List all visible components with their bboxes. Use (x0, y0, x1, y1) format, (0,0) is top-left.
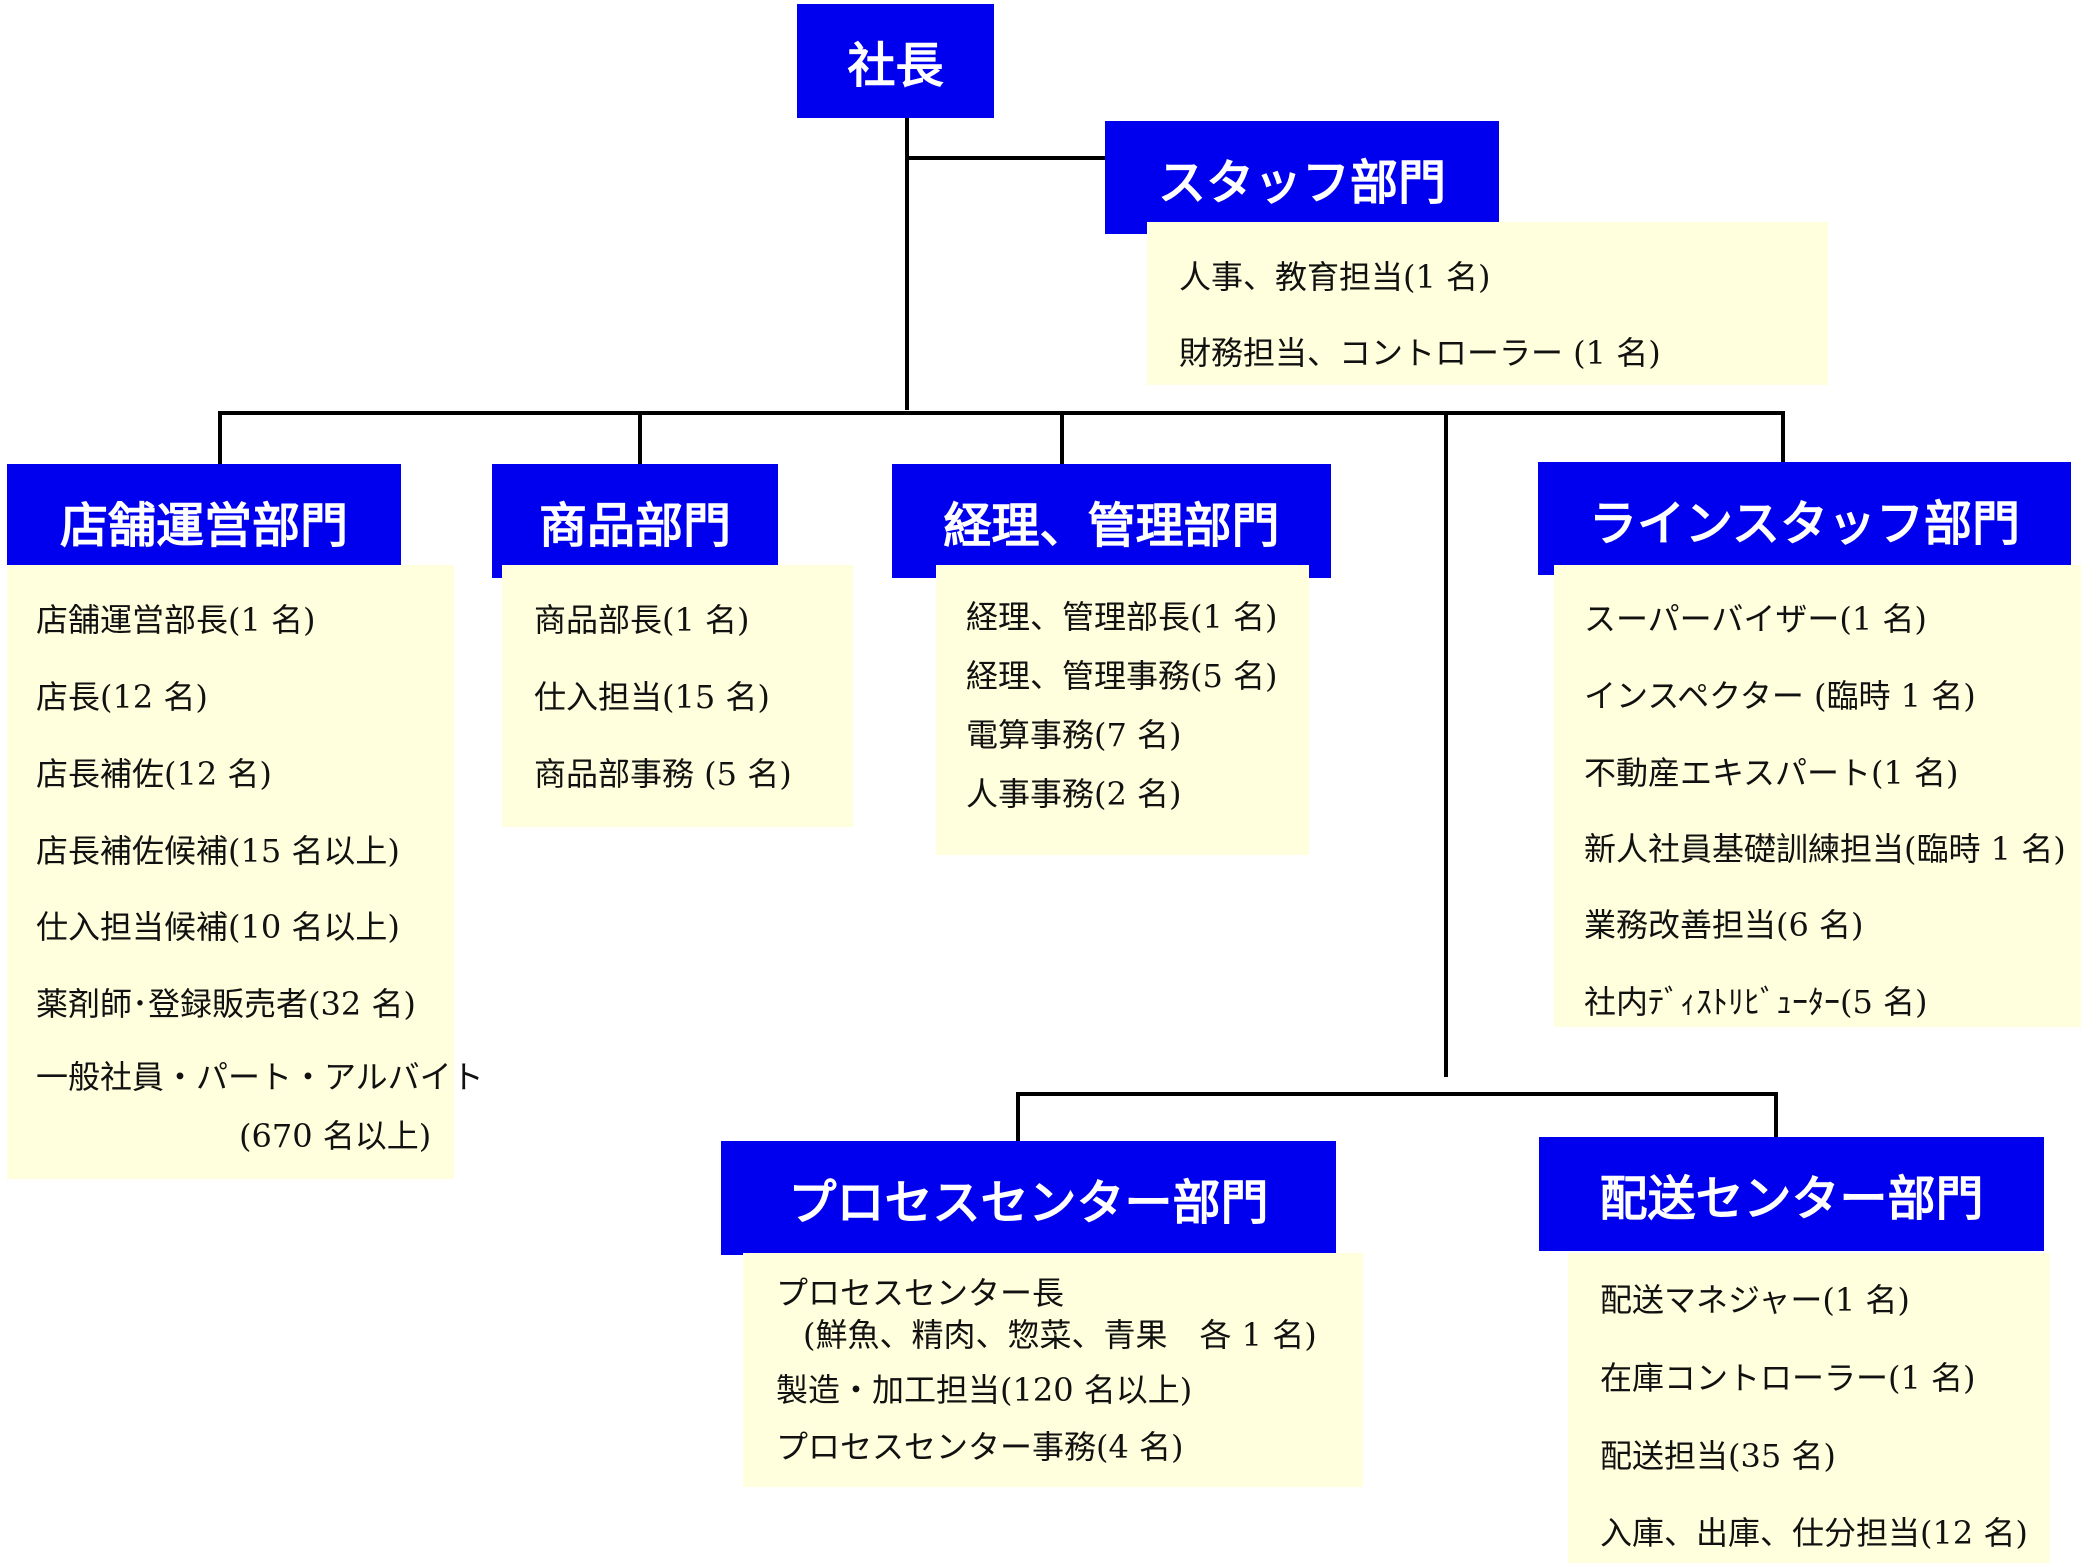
delivery-center-dept-title: 配送センター部門 (1599, 1171, 1984, 1227)
accounting-item: 経理、管理事務(5 名) (966, 657, 1278, 695)
store-ops-item: 店長補佐(12 名) (36, 755, 272, 793)
process-center-dept-panel: プロセスセンター長 (鮮魚、精肉、惣菜、青果 各 1 名) 製造・加工担当(12… (743, 1253, 1363, 1487)
store-ops-item: 店長補佐候補(15 名以上) (36, 832, 400, 870)
store-ops-dept-header: 店舗運営部門 (7, 464, 401, 578)
merchandise-dept-title: 商品部門 (538, 498, 731, 554)
line-staff-item: 不動産エキスパート(1 名) (1584, 754, 1959, 792)
line-staff-dept-header: ラインスタッフ部門 (1538, 462, 2071, 575)
accounting-item: 人事事務(2 名) (966, 775, 1182, 813)
store-ops-dept-panel: 店舗運営部長(1 名) 店長(12 名) 店長補佐(12 名) 店長補佐候補(1… (7, 565, 484, 1179)
accounting-item: 経理、管理部長(1 名) (966, 598, 1278, 636)
line-staff-item: スーパーバイザー(1 名) (1584, 600, 1927, 638)
line-staff-item: 新人社員基礎訓練担当(臨時 1 名) (1584, 830, 2066, 868)
accounting-dept-header: 経理、管理部門 (892, 464, 1331, 578)
president-box: 社長 (797, 4, 994, 118)
process-center-item: プロセスセンター事務(4 名) (776, 1428, 1184, 1466)
store-ops-item: 一般社員・パート・アルバイト (36, 1058, 484, 1096)
store-ops-dept-title: 店舗運営部門 (59, 498, 348, 554)
merchandise-item: 商品部長(1 名) (534, 601, 750, 639)
staff-item: 人事、教育担当(1 名) (1179, 258, 1491, 296)
merchandise-dept-header: 商品部門 (492, 464, 778, 578)
line-staff-item: 業務改善担当(6 名) (1584, 906, 1864, 944)
store-ops-item: 仕入担当候補(10 名以上) (36, 908, 400, 946)
delivery-center-item: 入庫、出庫、仕分担当(12 名) (1600, 1514, 2028, 1552)
accounting-dept-panel: 経理、管理部長(1 名) 経理、管理事務(5 名) 電算事務(7 名) 人事事務… (936, 565, 1309, 855)
process-center-dept-header: プロセスセンター部門 (721, 1141, 1336, 1255)
staff-dept-title: スタッフ部門 (1157, 154, 1446, 211)
delivery-center-item: 在庫コントローラー(1 名) (1600, 1359, 1976, 1397)
merchandise-item: 商品部事務 (5 名) (534, 755, 792, 793)
line-staff-dept-panel: スーパーバイザー(1 名) インスペクター (臨時 1 名) 不動産エキスパート… (1554, 565, 2081, 1027)
staff-dept-panel: 人事、教育担当(1 名) 財務担当、コントローラー (1 名) (1147, 222, 1828, 385)
accounting-item: 電算事務(7 名) (966, 716, 1182, 754)
accounting-dept-title: 経理、管理部門 (943, 498, 1280, 554)
store-ops-item: (670 名以上) (239, 1117, 432, 1155)
line-staff-item: 社内ﾃﾞｨｽﾄﾘﾋﾞｭｰﾀｰ(5 名) (1584, 983, 1928, 1021)
delivery-center-item: 配送マネジャー(1 名) (1600, 1281, 1910, 1319)
merchandise-item: 仕入担当(15 名) (534, 678, 770, 716)
line-staff-dept-title: ラインスタッフ部門 (1588, 495, 2021, 552)
delivery-center-dept-header: 配送センター部門 (1539, 1137, 2044, 1251)
president-title: 社長 (847, 38, 944, 94)
staff-dept-header: スタッフ部門 (1105, 121, 1499, 234)
process-center-item: 製造・加工担当(120 名以上) (776, 1371, 1193, 1409)
process-center-item: (鮮魚、精肉、惣菜、青果 各 1 名) (803, 1316, 1317, 1354)
merchandise-dept-panel: 商品部長(1 名) 仕入担当(15 名) 商品部事務 (5 名) (502, 565, 853, 827)
process-center-dept-title: プロセスセンター部門 (788, 1175, 1269, 1231)
line-staff-item: インスペクター (臨時 1 名) (1584, 677, 1976, 715)
store-ops-item: 店舗運営部長(1 名) (36, 601, 316, 639)
process-center-item: プロセスセンター長 (776, 1274, 1065, 1312)
staff-item: 財務担当、コントローラー (1 名) (1179, 334, 1661, 372)
delivery-center-dept-panel: 配送マネジャー(1 名) 在庫コントローラー(1 名) 配送担当(35 名) 入… (1568, 1253, 2050, 1563)
delivery-center-item: 配送担当(35 名) (1600, 1437, 1836, 1475)
store-ops-item: 店長(12 名) (36, 678, 208, 716)
store-ops-item: 薬剤師･登録販売者(32 名) (36, 985, 416, 1023)
